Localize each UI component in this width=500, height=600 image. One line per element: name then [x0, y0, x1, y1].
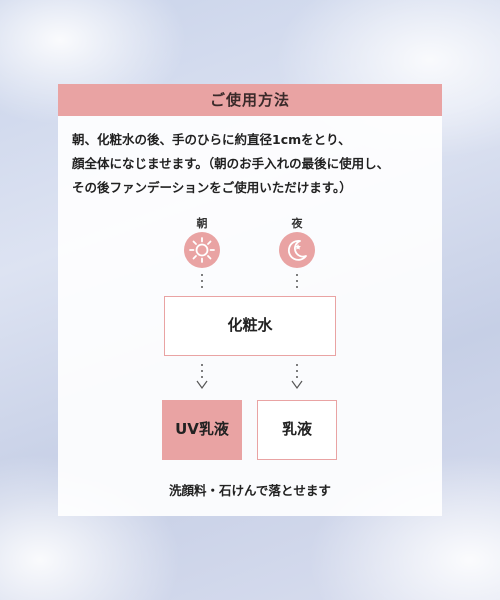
- connector-dots: [295, 364, 299, 382]
- removal-note: 洗顔料・石けんで落とせます: [169, 483, 331, 498]
- description-line: その後ファンデーションをご使用いただけます。）: [72, 180, 352, 195]
- step-milk-box: 乳液: [257, 400, 337, 460]
- section-title: ご使用方法: [58, 84, 442, 116]
- moon-star-icon: [279, 232, 315, 268]
- arrow-down-icon: [196, 380, 208, 390]
- connector-dots: [200, 274, 204, 292]
- usage-card: ご使用方法 朝、化粧水の後、手のひらに約直径1cmをとり、 顔全体になじませます…: [58, 84, 442, 516]
- usage-description: 朝、化粧水の後、手のひらに約直径1cmをとり、 顔全体になじませます。（朝のお手…: [72, 128, 432, 200]
- morning-label: 朝: [196, 217, 208, 230]
- step-toner-box: 化粧水: [164, 296, 336, 356]
- night-label: 夜: [291, 217, 303, 230]
- arrow-down-icon: [291, 380, 303, 390]
- step-uv-milk-box: UV乳液: [162, 400, 242, 460]
- sun-icon: [184, 232, 220, 268]
- description-line: 顔全体になじませます。（朝のお手入れの最後に使用し、: [72, 156, 390, 171]
- connector-dots: [295, 274, 299, 292]
- description-line: 朝、化粧水の後、手のひらに約直径1cmをとり、: [72, 132, 351, 147]
- connector-dots: [200, 364, 204, 382]
